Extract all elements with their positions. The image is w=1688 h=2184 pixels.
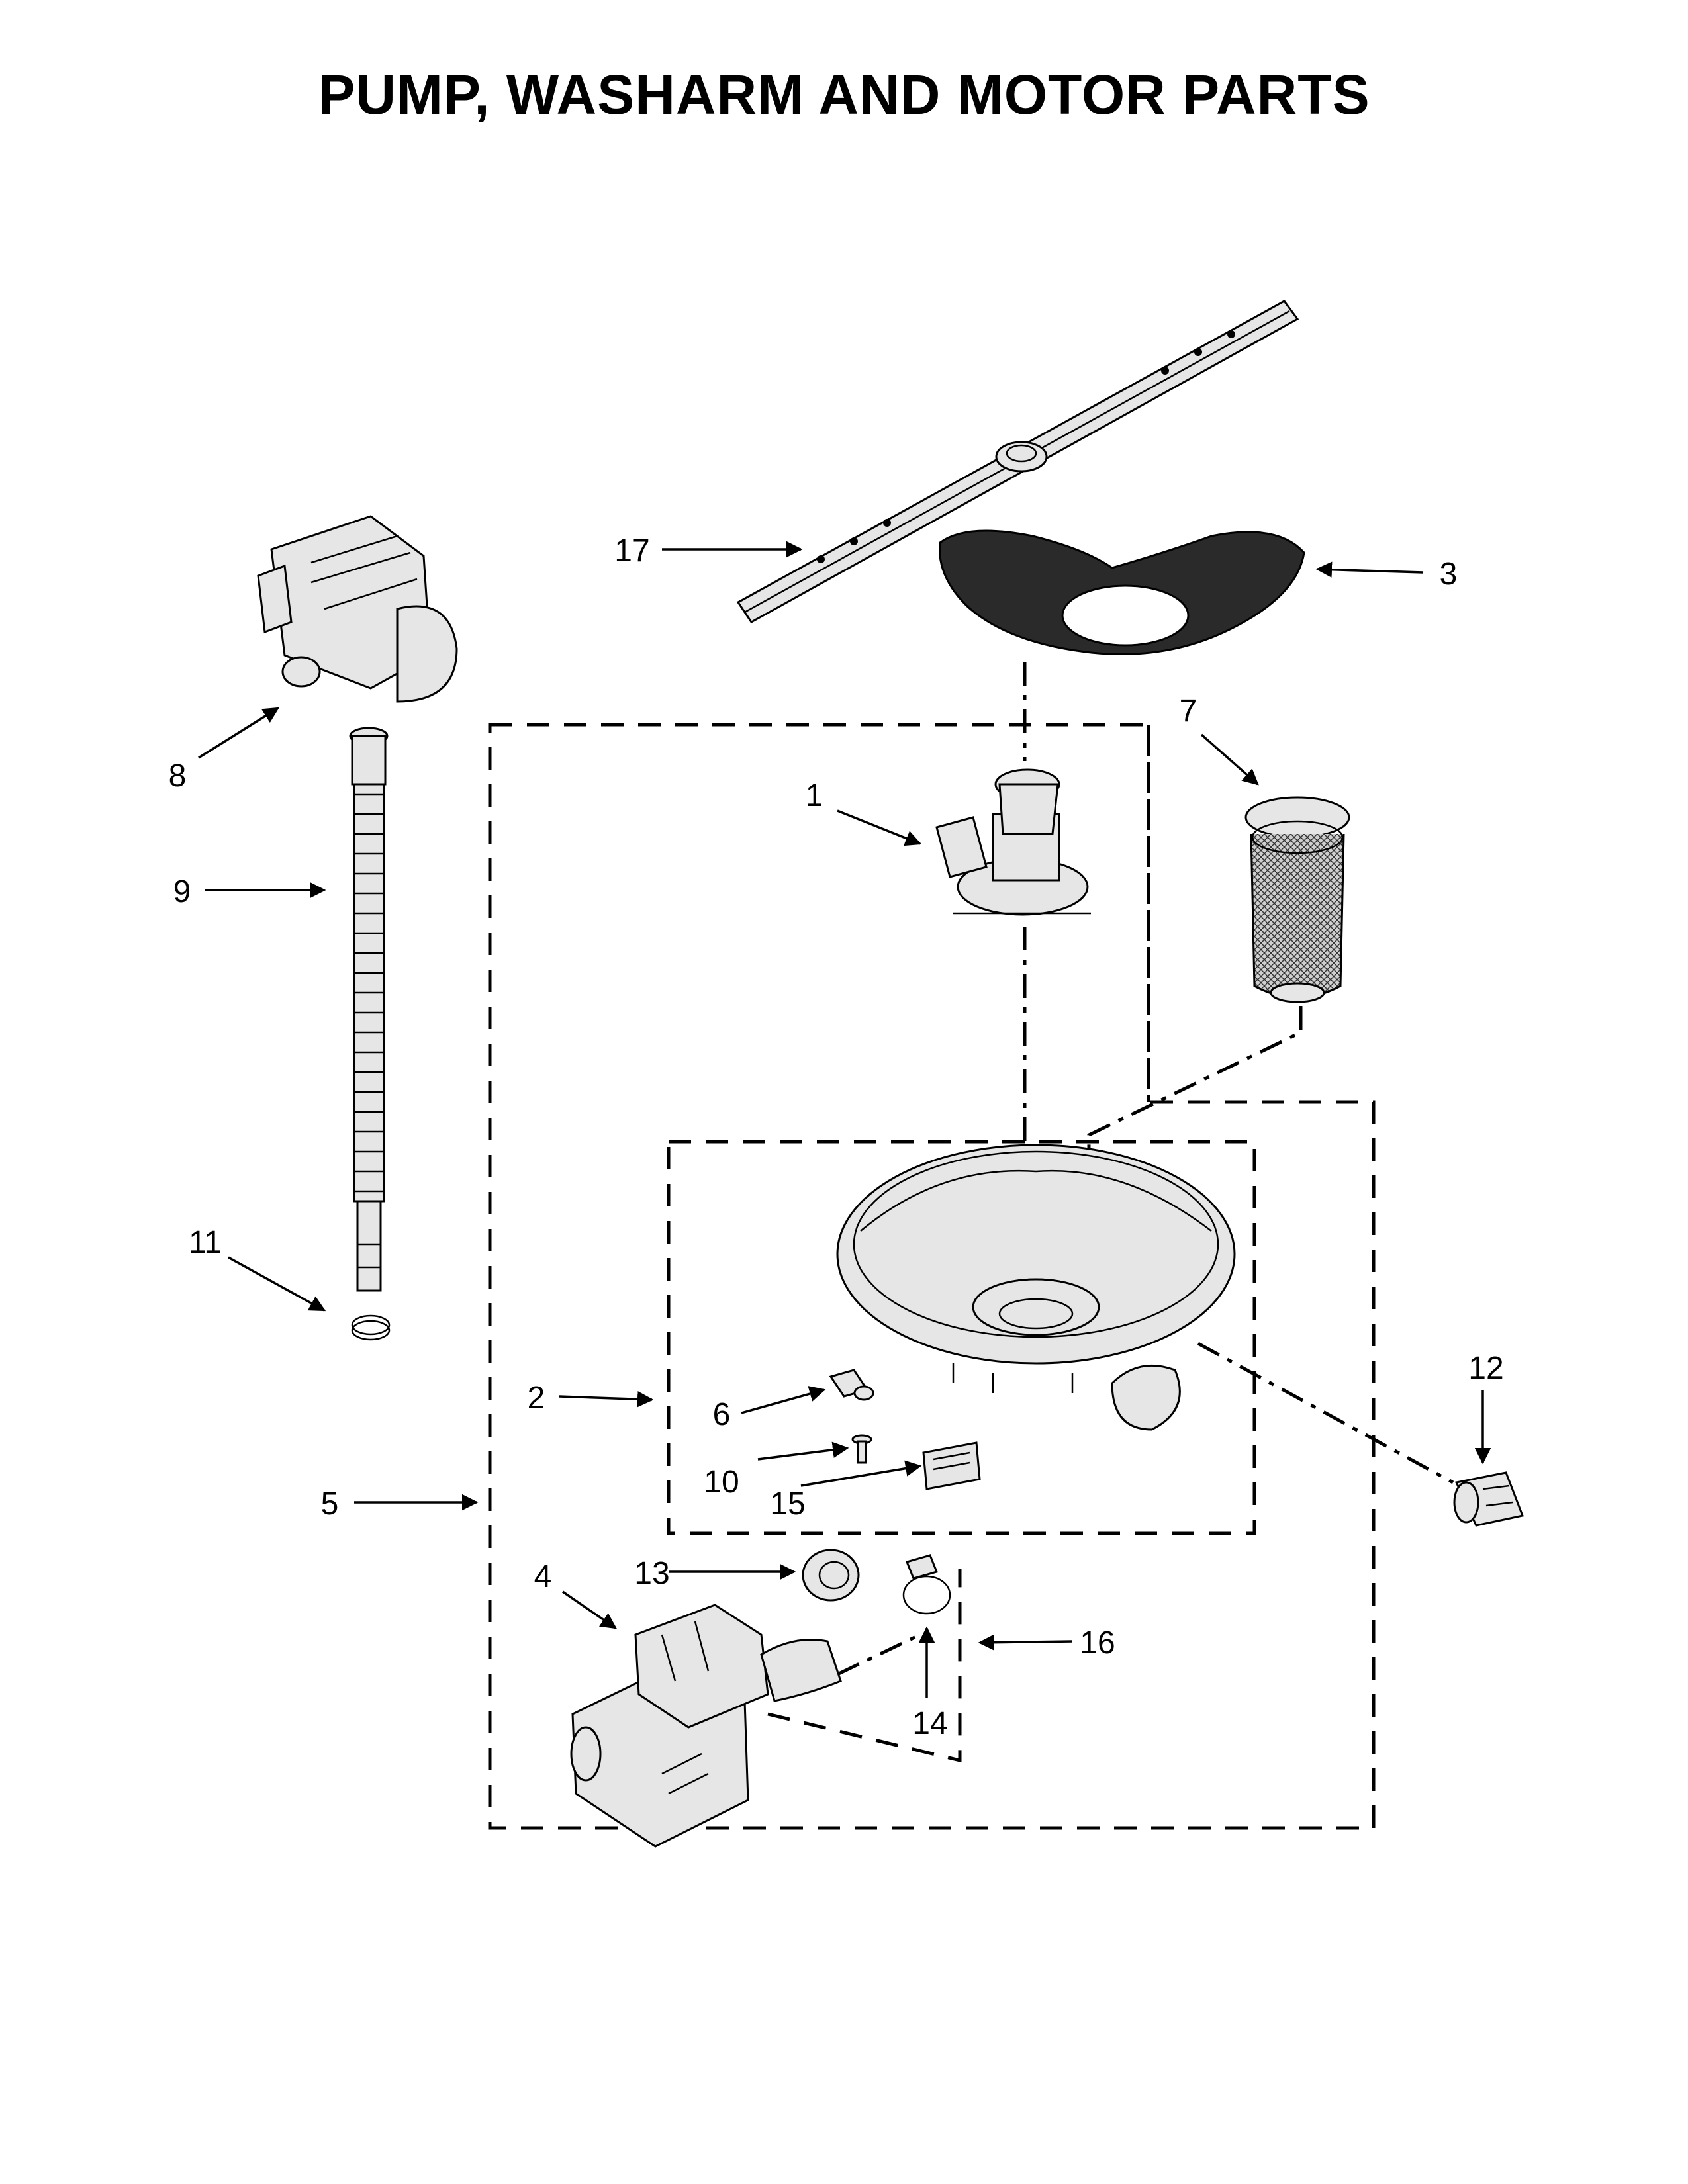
pump-housing-part [935,768,1091,916]
callout-6: 6 [713,1397,731,1432]
pump-motor-part [570,1604,842,1848]
callout-13: 13 [634,1556,669,1591]
drain-hose-part [349,727,389,1292]
callout-10: 10 [704,1465,739,1500]
callout-12: 12 [1468,1351,1503,1386]
connector-part [829,1369,874,1401]
assembly-box-2 [667,1140,1256,1535]
callout-17: 17 [614,533,649,569]
clamp-part [902,1554,951,1615]
callout-1: 1 [806,778,823,813]
screw-part [851,1434,872,1464]
centerline-sensor [1197,1342,1454,1484]
centerline-filter [1087,1006,1303,1277]
callout-9: 9 [173,874,191,909]
drain-pump-part [257,515,458,703]
callout-4: 4 [534,1559,552,1594]
gasket-part [939,529,1305,655]
seal-part [802,1549,860,1602]
assembly-box-5 [488,723,1376,1830]
hose-clamp-part [351,1314,391,1341]
wash-arm-part [736,300,1299,623]
leader-arrows [198,541,1491,1698]
assembly-box-16 [767,1569,962,1763]
callout-8: 8 [169,758,187,794]
sensor-block-part [922,1441,981,1490]
callout-7: 7 [1180,694,1197,729]
callout-14: 14 [912,1706,947,1741]
callout-3: 3 [1440,557,1458,592]
page-title: PUMP, WASHARM AND MOTOR PARTS [318,64,1370,126]
callout-2: 2 [528,1381,545,1416]
sump-part [836,1144,1236,1431]
callout-5: 5 [321,1486,339,1522]
callout-16: 16 [1080,1625,1115,1661]
thermistor-part [1453,1471,1524,1527]
callout-15: 15 [770,1486,805,1522]
filter-part [1244,796,1350,1003]
centerline-hose [836,1633,921,1676]
callout-11: 11 [189,1225,222,1260]
